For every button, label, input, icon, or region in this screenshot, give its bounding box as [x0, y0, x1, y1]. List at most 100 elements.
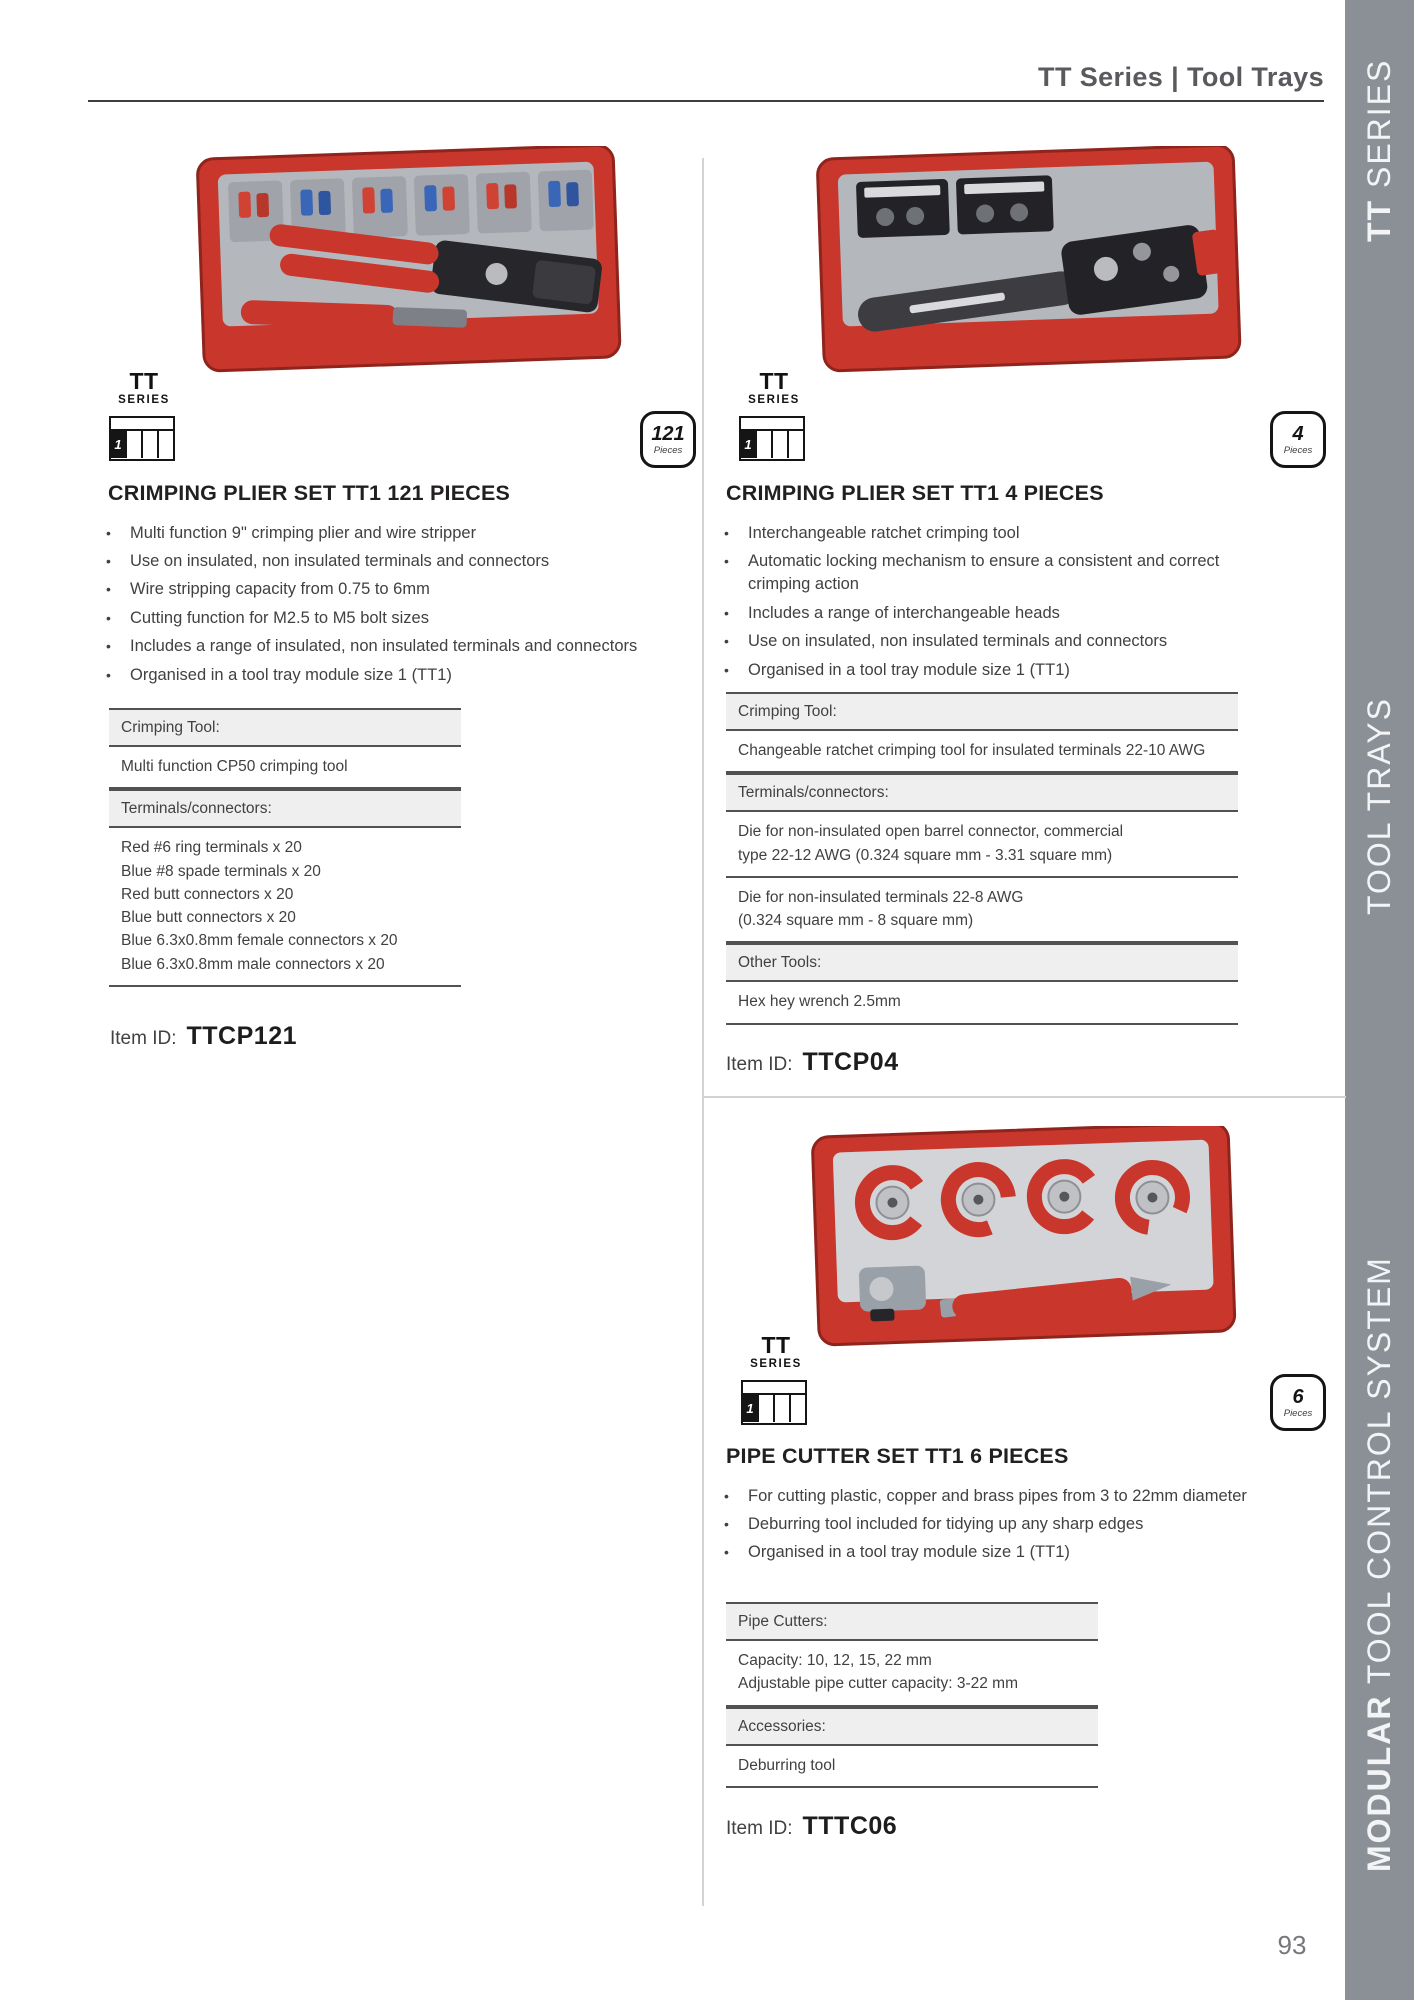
tray-grid-header: [111, 418, 173, 431]
feature-text: Includes a range of insulated, non insul…: [130, 637, 638, 656]
tray-grid-header: [741, 418, 803, 431]
feature-item: • Organised in a tool tray module size 1 …: [724, 656, 1229, 684]
feature-text: Interchangeable ratchet crimping tool: [748, 523, 1020, 542]
product-title-ttcp121: CRIMPING PLIER SET TT1 121 PIECES: [108, 481, 511, 505]
spec-line: Deburring tool: [738, 1756, 836, 1774]
tray-grid-header: [743, 1382, 805, 1395]
item-id-code: TTCP04: [802, 1048, 899, 1076]
spec-table-ttcp121: Crimping Tool: Multi function CP50 crimp…: [109, 708, 461, 987]
tray-grid-cell: [159, 431, 173, 458]
tray-grid-cell: [789, 431, 803, 458]
pieces-count: 4: [1292, 422, 1304, 445]
feature-text: Automatic locking mechanism to ensure a …: [748, 551, 1220, 594]
pieces-unit: Pieces: [1283, 1407, 1313, 1419]
sidebar-label-modular: MODULAR: [1361, 1694, 1397, 1872]
product-title-ttcp04: CRIMPING PLIER SET TT1 4 PIECES: [726, 481, 1104, 505]
tray-grid-cell-1: 1: [111, 431, 127, 458]
product-photo-tttc06: [810, 1126, 1240, 1362]
tray-grid-cell: [757, 431, 773, 458]
feature-list: •Interchangeable ratchet crimping tool •…: [724, 519, 1229, 685]
bullet-icon: •: [106, 666, 111, 683]
pieces-unit: Pieces: [653, 444, 683, 456]
spec-header: Crimping Tool:: [109, 708, 461, 747]
pipe-cutter-set-illustration: [811, 1126, 1237, 1347]
spec-value: Capacity: 10, 12, 15, 22 mm Adjustable p…: [726, 1641, 1098, 1707]
tray-grid-cell: [773, 431, 789, 458]
spec-header: Pipe Cutters:: [726, 1602, 1098, 1641]
sidebar-label-tool-control-system: TOOL CONTROL SYSTEM: [1361, 1256, 1397, 1695]
crimping-plier-set-121-illustration: [196, 146, 622, 373]
tt-series-mark-series: SERIES: [118, 393, 170, 406]
item-id-code: TTCP121: [186, 1022, 297, 1050]
spec-line: Blue butt connectors x 20: [121, 909, 296, 926]
item-id-label: Item ID:: [110, 1028, 177, 1049]
tt-series-mark-series: SERIES: [748, 393, 800, 406]
feature-list: •Multi function 9" crimping plier and wi…: [106, 519, 646, 690]
pieces-count-badge: 6 Pieces: [1270, 1374, 1326, 1431]
tt-series-mark: TT SERIES: [742, 1332, 810, 1370]
feature-item: •Cutting function for M2.5 to M5 bolt si…: [106, 604, 646, 632]
feature-item: •Interchangeable ratchet crimping tool: [724, 519, 1229, 547]
spec-line: Red #6 ring terminals x 20: [121, 839, 302, 857]
spec-line: Adjustable pipe cutter capacity: 3-22 mm: [738, 1675, 1018, 1693]
bullet-icon: •: [724, 1515, 729, 1532]
tt-series-mark-tt: TT: [761, 1332, 791, 1358]
tray-grid-cell: [791, 1395, 805, 1422]
column-divider: [702, 158, 704, 1906]
spec-line: Red butt connectors x 20: [121, 885, 294, 903]
bullet-icon: •: [724, 552, 729, 569]
spec-value: Changeable ratchet crimping tool for ins…: [726, 731, 1238, 774]
tray-grid-cell: [143, 431, 159, 458]
bullet-icon: •: [724, 661, 729, 678]
feature-item: •Deburring tool included for tidying up …: [724, 1510, 1254, 1538]
bullet-icon: •: [106, 552, 111, 569]
bullet-icon: •: [724, 604, 729, 621]
feature-text: Use on insulated, non insulated terminal…: [130, 551, 550, 570]
sidebar-label-tt-series: TT SERIES: [1345, 2, 1414, 242]
spec-line: Die for non-insulated terminals 22-8 AWG: [738, 888, 1024, 906]
feature-text: For cutting plastic, copper and brass pi…: [748, 1486, 1247, 1505]
spec-value: Die for non-insulated open barrel connec…: [726, 812, 1238, 878]
sidebar-label-tt: TT: [1361, 198, 1397, 242]
feature-text: Cutting function for M2.5 to M5 bolt siz…: [130, 608, 429, 627]
spec-value: Die for non-insulated terminals 22-8 AWG…: [726, 877, 1238, 944]
tt-series-mark: TT SERIES: [110, 370, 178, 406]
feature-text: Organised in a tool tray module size 1 (…: [748, 660, 1070, 679]
spec-line: Hex hey wrench 2.5mm: [738, 993, 901, 1011]
tray-size-grid-icon: 1: [109, 416, 175, 461]
feature-item: • Automatic locking mechanism to ensure a…: [724, 547, 1229, 599]
spec-line: Die for non-insulated open barrel connec…: [738, 823, 1124, 841]
item-id-code: TTTC06: [802, 1812, 898, 1840]
section-sidebar: [1345, 0, 1414, 2000]
tray-size-grid-icon: 1: [739, 416, 805, 461]
header-rule: [88, 100, 1324, 102]
bullet-icon: •: [106, 638, 111, 655]
spec-line: (0.324 square mm - 8 square mm): [738, 912, 974, 929]
spec-line: type 22-12 AWG (0.324 square mm - 3.31 s…: [738, 846, 1113, 864]
bullet-icon: •: [106, 581, 111, 598]
spec-line: Blue 6.3x0.8mm female connectors x 20: [121, 932, 398, 950]
pieces-count: 121: [651, 422, 685, 445]
spec-header: Crimping Tool:: [726, 692, 1238, 731]
feature-item: •For cutting plastic, copper and brass p…: [724, 1482, 1254, 1510]
feature-item: •Organised in a tool tray module size 1 …: [106, 661, 646, 689]
tray-grid-cell-1: 1: [741, 431, 757, 458]
tray-grid-cell: [127, 431, 143, 458]
tt-series-mark-tt: TT: [759, 368, 789, 394]
item-id-row: Item ID: TTCP121: [110, 1022, 297, 1051]
spec-line: Multi function CP50 crimping tool: [121, 758, 348, 775]
feature-item: • Use on insulated, non insulated termina…: [724, 628, 1229, 656]
bullet-icon: •: [724, 1544, 729, 1561]
pieces-count-badge: 4 Pieces: [1270, 411, 1326, 468]
spec-value: Red #6 ring terminals x 20 Blue #8 spade…: [109, 828, 461, 987]
bullet-icon: •: [106, 524, 111, 541]
product-photo-ttcp04: [815, 146, 1245, 388]
pieces-count: 6: [1292, 1385, 1304, 1408]
pieces-unit: Pieces: [1283, 444, 1313, 456]
item-id-label: Item ID:: [726, 1818, 793, 1839]
item-id-row: Item ID: TTTC06: [726, 1812, 897, 1841]
feature-item: •Organised in a tool tray module size 1 …: [724, 1539, 1254, 1567]
feature-item: •Wire stripping capacity from 0.75 to 6m…: [106, 576, 646, 604]
bullet-icon: •: [724, 633, 729, 650]
feature-text: Use on insulated, non insulated terminal…: [748, 632, 1168, 651]
